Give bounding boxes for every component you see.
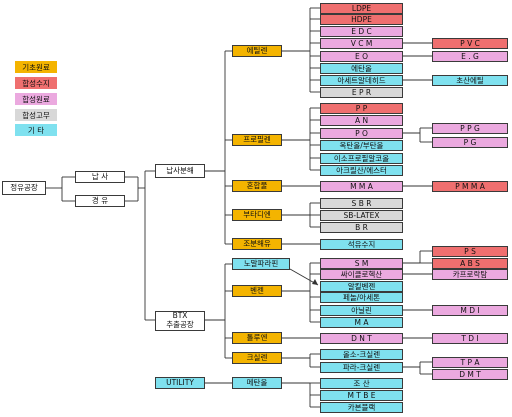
btx-label: BTX bbox=[172, 311, 188, 321]
legend-item-rubber: 합성고무 bbox=[15, 109, 57, 121]
node-acetaldehyde: 아세트알데히드 bbox=[320, 75, 403, 86]
node-hdpe: HDPE bbox=[320, 14, 403, 25]
node-mma: M M A bbox=[320, 181, 403, 192]
node-naphtha: 납 사 bbox=[75, 171, 125, 183]
node-xylene: 크실렌 bbox=[232, 352, 282, 364]
node-para-xylene: 파라-크실렌 bbox=[320, 362, 403, 373]
node-crude-decomp: 조분해유 bbox=[232, 238, 282, 250]
node-caprolactam: 카프로락탐 bbox=[432, 269, 508, 280]
node-acetic: 조 산 bbox=[320, 378, 403, 389]
node-edc: E D C bbox=[320, 26, 403, 37]
node-cyclohexane: 싸이클로헥산 bbox=[320, 269, 403, 280]
node-mdi: M D I bbox=[432, 305, 508, 316]
node-pvc: P V C bbox=[432, 38, 508, 49]
node-petro-resin: 석유수지 bbox=[320, 239, 403, 250]
node-ldpe: LDPE bbox=[320, 3, 403, 14]
node-mtbe: M T B E bbox=[320, 390, 403, 401]
node-propylene: 프로필렌 bbox=[232, 134, 282, 146]
node-epr: E P R bbox=[320, 87, 403, 98]
node-acrylic: 아크릴산/에스터 bbox=[320, 165, 403, 176]
node-refinery: 정유공장 bbox=[2, 181, 46, 195]
node-phenol: 페놀/아세톤 bbox=[320, 292, 403, 303]
node-ethylene: 에틸렌 bbox=[232, 45, 282, 57]
node-pmma: P M M A bbox=[432, 181, 508, 192]
legend-item-resin: 합성수지 bbox=[15, 77, 57, 89]
node-ps: P S bbox=[432, 246, 508, 257]
node-sm: S M bbox=[320, 258, 403, 269]
legend-item-other: 기 타 bbox=[15, 124, 57, 136]
node-an: A N bbox=[320, 115, 403, 126]
node-alkylbenzene: 알킬벤젠 bbox=[320, 281, 403, 292]
node-abs: A B S bbox=[432, 258, 508, 269]
node-iso-propyl: 이소프로필알코올 bbox=[320, 153, 403, 164]
node-ethyl-acetate: 초산에틸 bbox=[432, 75, 508, 86]
legend-item-base: 기초원료 bbox=[15, 61, 57, 73]
node-btx-plant: BTX 추출공장 bbox=[155, 311, 205, 331]
node-dnt: D N T bbox=[320, 333, 403, 344]
node-pg: P G bbox=[432, 137, 508, 148]
node-tdi: T D I bbox=[432, 333, 508, 344]
node-toluene: 톨루엔 bbox=[232, 332, 282, 344]
node-ma: M A bbox=[320, 317, 403, 328]
node-methanol: 메탄올 bbox=[232, 377, 282, 389]
node-br: B R bbox=[320, 222, 403, 233]
node-po: P O bbox=[320, 128, 403, 139]
node-ortho-xylene: 올소-크실렌 bbox=[320, 349, 403, 360]
node-ppg: P P G bbox=[432, 123, 508, 134]
node-utility: UTILITY bbox=[155, 377, 205, 389]
node-naphtha-cracking: 납사분해 bbox=[155, 164, 205, 178]
node-kerosene: 경 유 bbox=[75, 195, 125, 207]
node-carbon-black: 카본블랙 bbox=[320, 402, 403, 413]
node-octanol: 옥탄올/부탄올 bbox=[320, 140, 403, 151]
node-mixed-oil: 혼합물 bbox=[232, 180, 282, 192]
node-ethanol: 에탄올 bbox=[320, 63, 403, 74]
node-dmt: D M T bbox=[432, 369, 508, 380]
btx-sub-label: 추출공장 bbox=[166, 320, 194, 329]
node-pp: P P bbox=[320, 103, 403, 114]
node-butadiene: 부타디엔 bbox=[232, 209, 282, 221]
node-normal-paraffin: 노말파라핀 bbox=[232, 258, 290, 270]
node-sb-latex: SB-LATEX bbox=[320, 210, 403, 221]
node-tpa: T P A bbox=[432, 357, 508, 368]
node-sbr: S B R bbox=[320, 198, 403, 209]
node-vcm: V C M bbox=[320, 38, 403, 49]
node-aniline: 아닐린 bbox=[320, 305, 403, 316]
node-eo: E O bbox=[320, 51, 403, 62]
node-eg: E . G bbox=[432, 51, 508, 62]
node-benzene: 벤젠 bbox=[232, 285, 282, 297]
legend-item-synthetic: 합성원료 bbox=[15, 93, 57, 105]
